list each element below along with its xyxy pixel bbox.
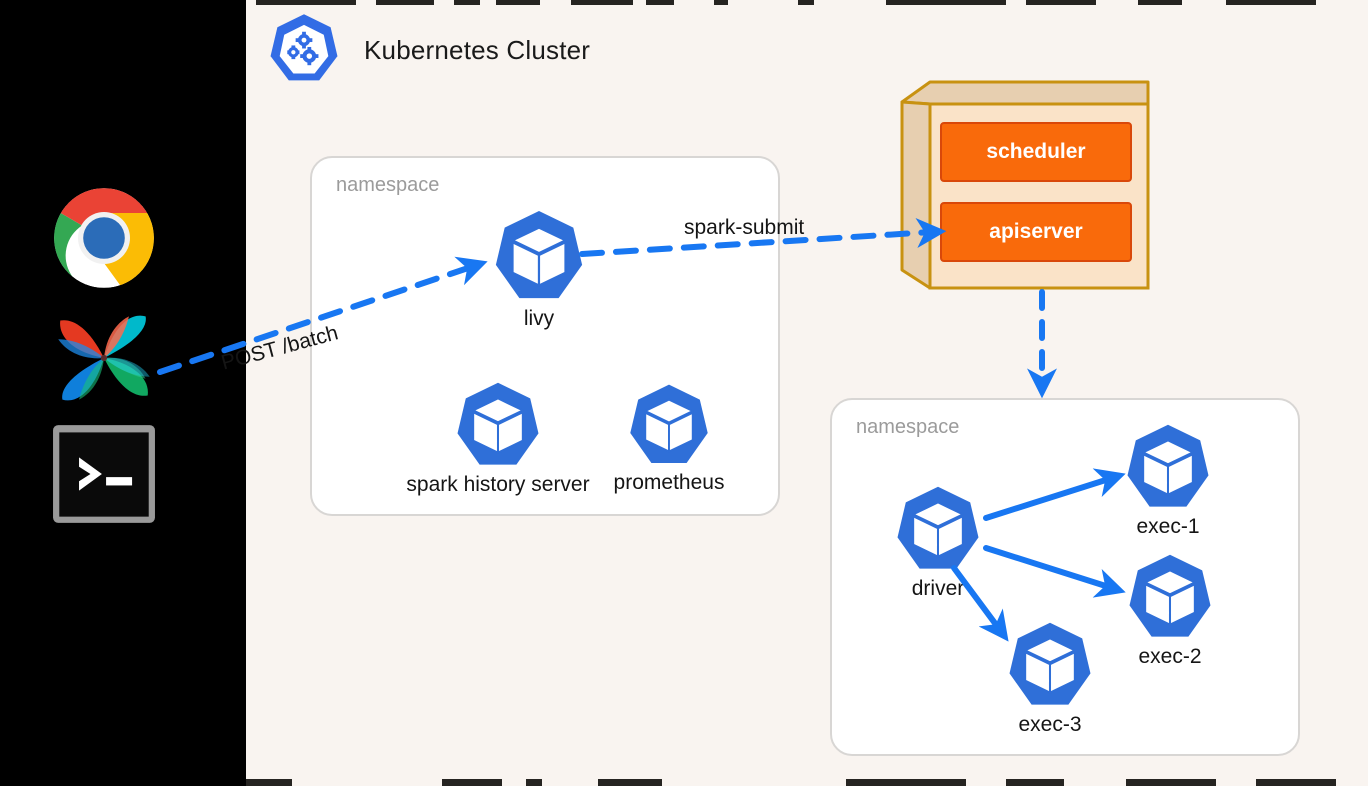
pod-icon (457, 382, 539, 465)
edge-artifact (598, 779, 662, 786)
edge-artifact (376, 0, 434, 5)
edge-label-spark-submit: spark-submit (684, 216, 805, 239)
edge-artifact (1256, 779, 1336, 786)
pod-driver[interactable]: driver (886, 484, 990, 601)
edge-artifact (442, 779, 502, 786)
kubernetes-cluster-canvas: Kubernetes Cluster namespace livy (246, 0, 1368, 786)
pod-label: spark history server (406, 473, 590, 496)
edge-artifact (526, 779, 542, 786)
pod-label: exec-3 (1018, 713, 1082, 736)
pod-icon (1129, 554, 1211, 637)
chrome-icon[interactable] (52, 186, 156, 290)
edge-artifact (1138, 0, 1182, 5)
airflow-icon[interactable] (52, 306, 156, 410)
namespace-label: namespace (336, 174, 440, 196)
page-title: Kubernetes Cluster (364, 34, 591, 65)
pod-label: driver (911, 577, 965, 600)
pod-label: exec-2 (1138, 645, 1202, 668)
namespace-label: namespace (856, 416, 960, 438)
edge-artifact (256, 0, 356, 5)
edge-artifact (571, 0, 633, 5)
pod-icon (897, 486, 979, 569)
pod-icon (1009, 622, 1091, 705)
cluster-header: Kubernetes Cluster (266, 12, 590, 88)
pod-icon (1127, 424, 1209, 507)
edge-artifact (714, 0, 728, 5)
edge-artifact (846, 779, 966, 786)
edge-artifact (646, 0, 674, 5)
pod-exec-2[interactable]: exec-2 (1118, 552, 1222, 669)
pod-spark-history-server[interactable]: spark history server (392, 380, 604, 497)
pod-livy[interactable]: livy (484, 208, 594, 331)
pod-icon (630, 384, 708, 463)
pod-label: prometheus (613, 471, 725, 494)
service-apiserver[interactable]: apiserver (940, 202, 1132, 262)
pod-exec-1[interactable]: exec-1 (1116, 422, 1220, 539)
edge-artifact (246, 779, 292, 786)
pod-prometheus[interactable]: prometheus (586, 382, 752, 495)
terminal-icon[interactable] (52, 424, 156, 524)
pod-exec-3[interactable]: exec-3 (998, 620, 1102, 737)
edge-artifact (454, 0, 480, 5)
edge-artifact (1006, 779, 1064, 786)
edge-artifact (798, 0, 814, 5)
pod-label: exec-1 (1136, 515, 1200, 538)
app-launcher-strip (0, 0, 246, 786)
edge-artifact (1026, 0, 1096, 5)
kubernetes-icon (266, 12, 342, 88)
control-plane-box: scheduler apiserver (900, 80, 1150, 292)
edge-artifact (886, 0, 1006, 5)
edge-artifact (1226, 0, 1316, 5)
service-scheduler[interactable]: scheduler (940, 122, 1132, 182)
edge-artifact (1126, 779, 1216, 786)
edge-artifact (496, 0, 540, 5)
pod-label: livy (523, 307, 555, 330)
pod-icon (495, 210, 583, 299)
